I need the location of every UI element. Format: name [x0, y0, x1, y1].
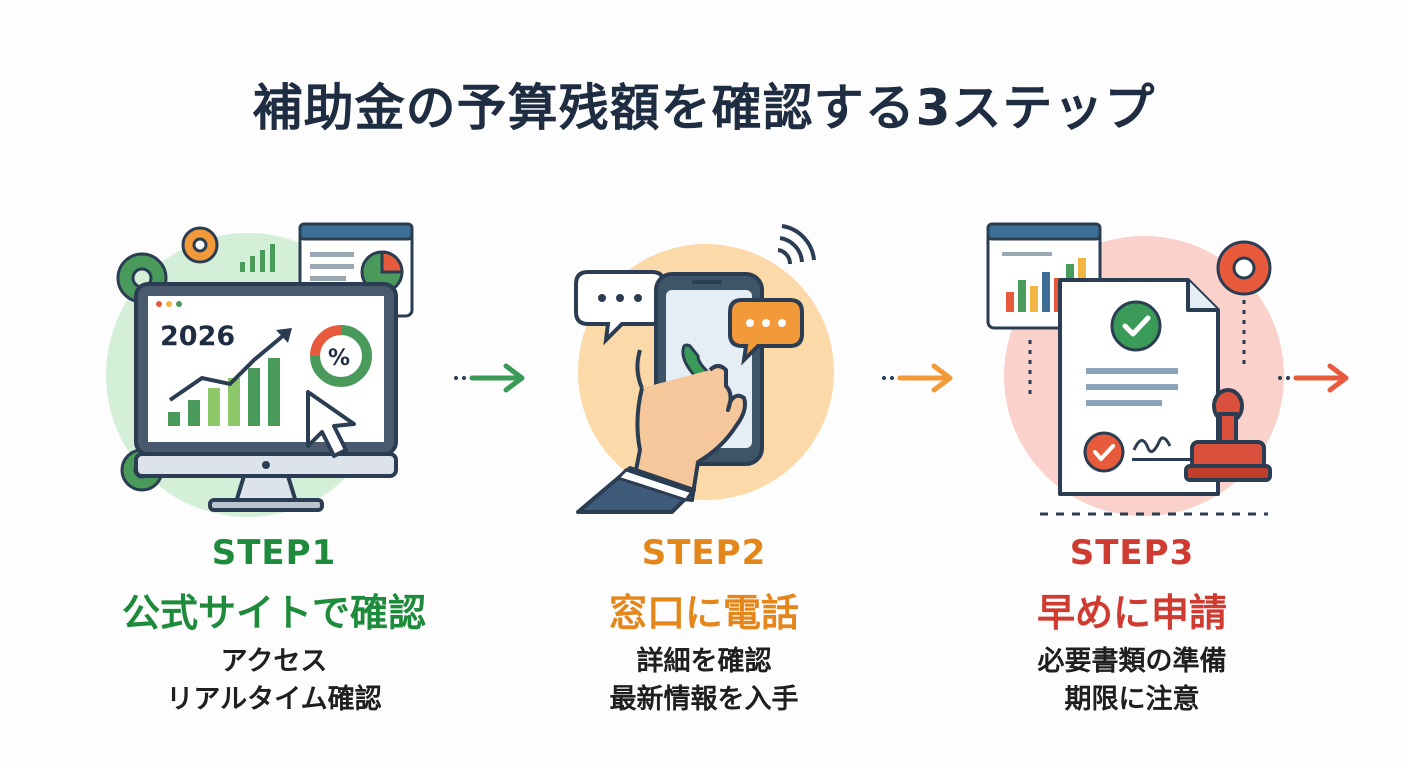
gear-icon — [181, 226, 219, 264]
step-label: STEP1 — [211, 533, 337, 573]
step-desc-line: アクセス — [220, 646, 328, 677]
step-title: 公式サイトで確認 — [121, 591, 426, 635]
cursor-icon — [306, 390, 356, 458]
arrow-right-icon — [882, 363, 953, 393]
step-desc-line: リアルタイム確認 — [166, 684, 382, 715]
monitor-chart-illustration: 2026 % — [106, 222, 414, 517]
step-description: アクセス リアルタイム確認 — [84, 643, 464, 719]
step-description: 詳細を確認 最新情報を入手 — [514, 643, 894, 719]
step-title: 窓口に電話 — [608, 591, 799, 635]
step-desc-line: 最新情報を入手 — [609, 684, 799, 715]
step-3: STEP3 早めに申請 必要書類の準備 期限に注意 — [956, 200, 1336, 740]
phone-call-illustration — [574, 224, 834, 514]
step-desc-line: 期限に注意 — [1064, 684, 1200, 715]
document-approval-illustration — [986, 222, 1284, 516]
step-1: 2026 % STEP1 公式サイトで確認 アクセス リアルタイム確認 — [104, 200, 484, 740]
check-icon — [1083, 431, 1125, 473]
arrow-right-icon — [1278, 363, 1349, 393]
percent-text: % — [328, 346, 350, 371]
step-desc-line: 詳細を確認 — [636, 646, 772, 677]
monitor-year-text: 2026 — [160, 321, 235, 352]
step-title: 早めに申請 — [1036, 591, 1227, 635]
step-desc-line: 必要書類の準備 — [1037, 646, 1227, 677]
gear-icon — [1216, 240, 1272, 296]
page-title: 補助金の予算残額を確認する3ステップ — [252, 79, 1156, 137]
check-icon — [1110, 300, 1162, 352]
step-label: STEP3 — [1069, 533, 1195, 573]
step-2: STEP2 窓口に電話 詳細を確認 最新情報を入手 — [522, 200, 902, 740]
step-label: STEP2 — [641, 533, 767, 573]
stamp-icon — [1184, 388, 1272, 482]
arrow-right-icon — [454, 363, 525, 393]
chat-bubble-icon — [728, 298, 804, 366]
step-description: 必要書類の準備 期限に注意 — [942, 643, 1322, 719]
